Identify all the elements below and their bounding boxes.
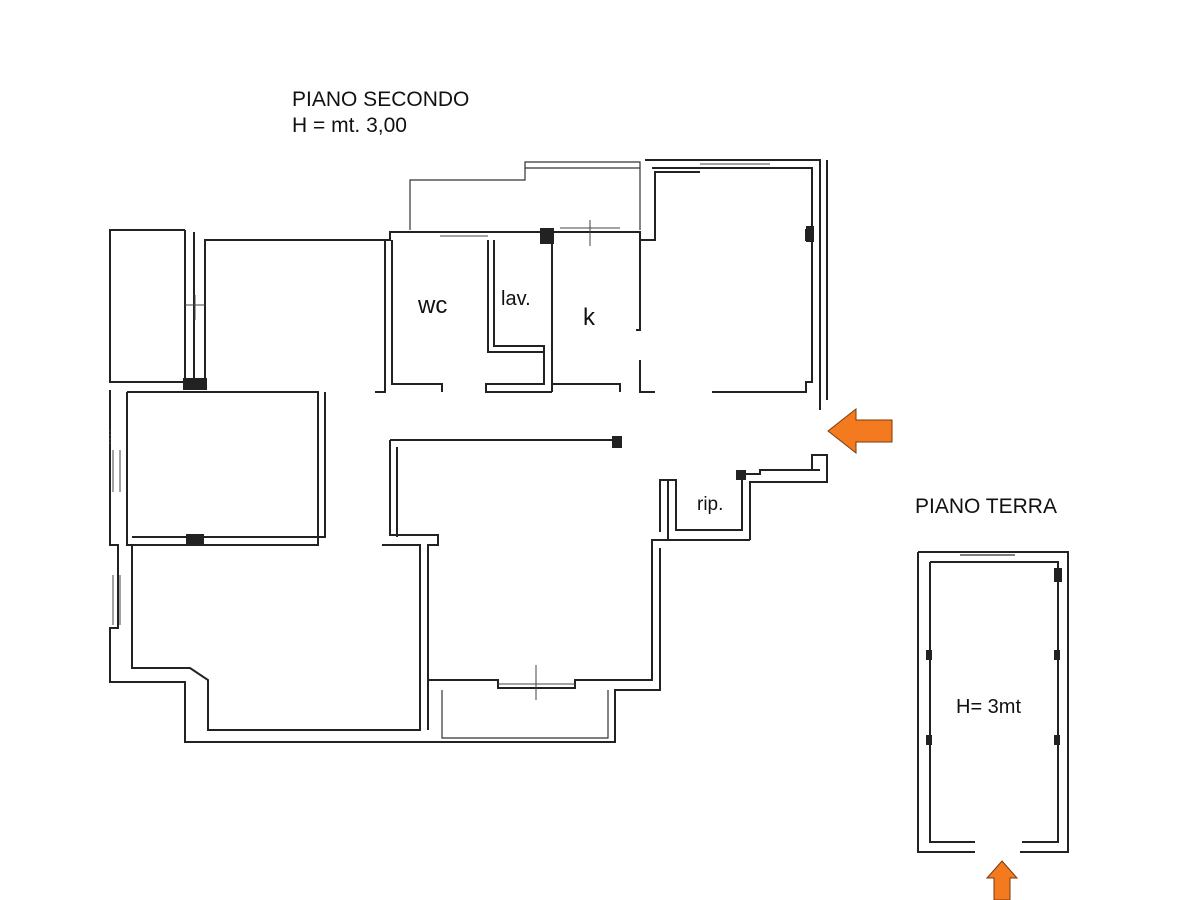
garage-inner-left bbox=[929, 562, 975, 843]
garage-outer bbox=[918, 551, 1069, 853]
lav-wall bbox=[487, 240, 544, 353]
right-room-top bbox=[645, 159, 821, 410]
hall-wall bbox=[390, 439, 621, 448]
window-marks bbox=[109, 163, 770, 700]
garage-post bbox=[926, 735, 932, 745]
left-room-top bbox=[127, 391, 319, 512]
kitchen-wall-right bbox=[639, 360, 655, 393]
living-bottom-outer bbox=[438, 548, 661, 743]
right-room-inner bbox=[652, 167, 813, 393]
wall-posts bbox=[183, 226, 814, 544]
top-wall-mid bbox=[440, 171, 700, 241]
hall-wall-left bbox=[389, 440, 439, 730]
left-outer-inner bbox=[126, 392, 421, 731]
second-floor-walls bbox=[109, 159, 828, 743]
floor-height-ground: H= 3mt bbox=[956, 696, 1022, 718]
garage-post bbox=[1054, 568, 1062, 582]
left-room-divider-inner bbox=[132, 392, 326, 538]
garage-post bbox=[1054, 735, 1060, 745]
room-label-laundry: lav. bbox=[501, 288, 531, 310]
garage-inner bbox=[930, 561, 1059, 843]
left-room-divider bbox=[127, 512, 319, 546]
garage-post bbox=[926, 650, 932, 660]
room-label-wc: wc bbox=[418, 292, 448, 319]
corridor-wall bbox=[552, 383, 621, 392]
garage-outer-left bbox=[917, 552, 975, 853]
floor-title-ground: PIANO TERRA bbox=[915, 495, 1057, 518]
floor-height-second: H = mt. 3,00 bbox=[292, 114, 407, 137]
living-balcony bbox=[441, 690, 609, 739]
entrance-arrow-ground-floor bbox=[985, 860, 1019, 900]
room-label-kitchen: k bbox=[583, 304, 595, 331]
living-bottom bbox=[428, 539, 668, 689]
top-wall bbox=[184, 230, 440, 383]
wc-wall-left bbox=[375, 240, 386, 393]
left-outer-wall bbox=[109, 390, 438, 743]
rip-wall-inner bbox=[659, 479, 668, 532]
top-extension bbox=[409, 161, 641, 230]
balcony-left bbox=[109, 229, 185, 383]
rip-wall-right bbox=[749, 454, 828, 540]
garage-post bbox=[1054, 650, 1060, 660]
lav-wall-inner bbox=[485, 240, 552, 393]
rip-wall bbox=[667, 469, 820, 540]
ground-floor-walls bbox=[917, 551, 1069, 853]
room-label-storage: rip. bbox=[697, 494, 724, 515]
right-room-left bbox=[636, 240, 641, 331]
floor-title-second: PIANO SECONDO bbox=[292, 88, 470, 111]
wc-wall-right bbox=[391, 240, 443, 392]
entrance-arrow-second-floor bbox=[827, 407, 893, 455]
